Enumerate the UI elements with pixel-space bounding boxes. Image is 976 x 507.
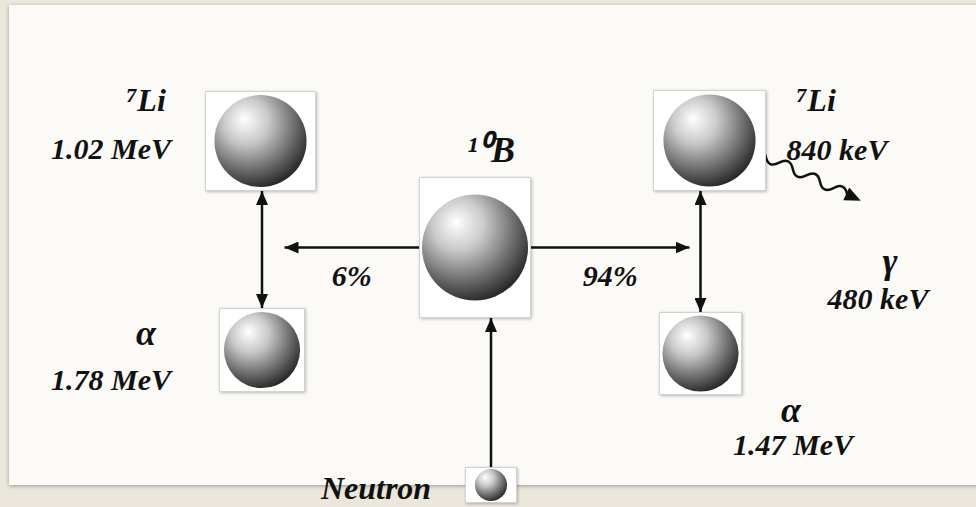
sphere-figure (466, 468, 516, 502)
particle-box: α1.78 MeV (219, 308, 305, 392)
sphere-figure (220, 309, 304, 391)
sphere-figure (420, 178, 530, 317)
particle-energy: 840 keV (787, 133, 888, 166)
gamma-symbol: γ (883, 242, 898, 282)
sphere-figure (660, 313, 741, 394)
particle-box: ⁷Li840 keV (653, 90, 766, 191)
sphere (224, 312, 300, 388)
gamma-energy: 480 keV (828, 282, 929, 315)
branching-ratio: 6% (332, 258, 372, 291)
particle-name: ⁷Li (796, 83, 836, 118)
particle-energy: 1.02 MeV (51, 132, 171, 165)
branching-ratio: 94% (583, 258, 638, 291)
sphere (475, 469, 507, 501)
sphere (662, 315, 738, 391)
reaction-arrow (531, 246, 690, 249)
particle-name: α (781, 391, 801, 431)
sphere-figure (206, 92, 315, 190)
particle-energy: 1.78 MeV (51, 363, 171, 396)
particle-name: Neutron (321, 471, 431, 506)
particle-box: ¹⁰B (419, 177, 531, 318)
particle-name: α (136, 314, 156, 354)
double-arrow (699, 191, 702, 312)
particle-box: ⁷Li1.02 MeV (205, 91, 316, 191)
reaction-arrow (285, 246, 420, 249)
sphere (663, 94, 755, 186)
arrow-head (843, 188, 863, 207)
particle-name: ⁷Li (126, 83, 166, 118)
sphere-figure (654, 91, 765, 190)
particle-name: ¹⁰B (467, 131, 515, 171)
particle-box: α1.47 MeV (659, 312, 742, 395)
double-arrow (261, 191, 264, 308)
sphere (422, 194, 528, 300)
reaction-arrow (490, 318, 493, 467)
sphere (214, 95, 306, 187)
particle-box: Neutron (465, 467, 517, 503)
particle-energy: 1.47 MeV (733, 428, 853, 461)
